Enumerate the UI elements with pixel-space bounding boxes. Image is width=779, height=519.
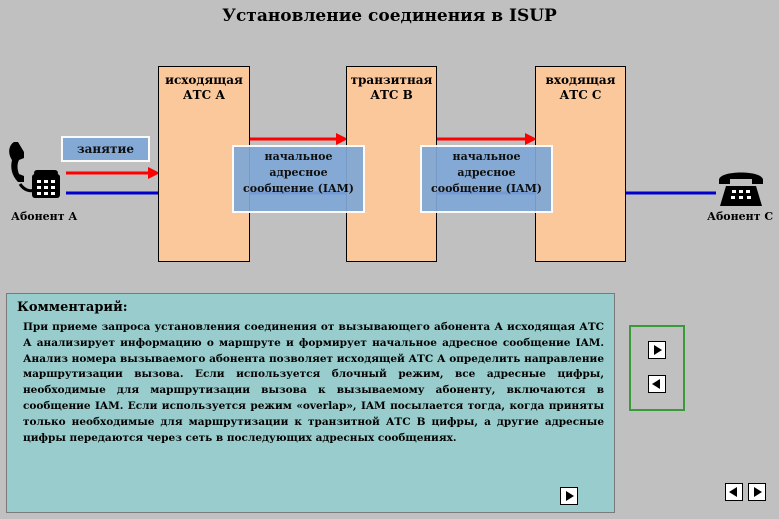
iam-bc-line2: адресное bbox=[457, 166, 516, 179]
page-title: Установление соединения в ISUP bbox=[222, 6, 557, 26]
iam-bc-line3: сообщение (IAM) bbox=[431, 182, 542, 195]
telephone-icon bbox=[719, 172, 763, 206]
comment-next-button[interactable] bbox=[560, 487, 578, 505]
exchange-atc-c-name: входящая bbox=[545, 73, 616, 87]
red-arrow-seizure bbox=[66, 167, 160, 179]
play-right-icon bbox=[566, 491, 574, 501]
comment-panel: Комментарий: При приеме запроса установл… bbox=[6, 293, 615, 513]
slide-prev-button[interactable] bbox=[725, 483, 743, 501]
comment-title: Комментарий: bbox=[17, 300, 128, 315]
play-left-icon bbox=[652, 379, 660, 389]
seizure-label: занятие bbox=[61, 136, 150, 162]
exchange-atc-a-name: исходящая bbox=[165, 73, 243, 87]
iam-box-ab: начальное адресное сообщение (IAM) bbox=[232, 145, 365, 213]
iam-box-bc: начальное адресное сообщение (IAM) bbox=[420, 145, 553, 213]
iam-ab-line1: начальное bbox=[264, 150, 333, 163]
iam-ab-line3: сообщение (IAM) bbox=[243, 182, 354, 195]
red-arrow-iam-bc bbox=[437, 133, 537, 145]
exchange-atc-a-code: АТС А bbox=[182, 88, 226, 102]
subscriber-c-label: Абонент С bbox=[707, 210, 774, 223]
exchange-atc-c-code: АТС С bbox=[559, 88, 602, 102]
play-right-icon bbox=[654, 345, 662, 355]
telephone-handset-icon bbox=[9, 142, 60, 198]
iam-bc-line1: начальное bbox=[452, 150, 521, 163]
subscriber-a-label: Абонент А bbox=[11, 210, 78, 223]
exchange-atc-a: исходящая АТС А bbox=[158, 66, 250, 262]
play-right-icon bbox=[754, 487, 762, 497]
slide-next-button[interactable] bbox=[748, 483, 766, 501]
exchange-atc-b-name: транзитная bbox=[350, 73, 433, 87]
step-prev-button[interactable] bbox=[648, 375, 666, 393]
iam-ab-line2: адресное bbox=[269, 166, 328, 179]
red-arrow-iam-ab bbox=[250, 133, 348, 145]
play-left-icon bbox=[729, 487, 737, 497]
step-nav-panel bbox=[629, 325, 685, 411]
comment-text: При приеме запроса установления соединен… bbox=[23, 321, 604, 444]
step-next-button[interactable] bbox=[648, 341, 666, 359]
exchange-atc-b-code: АТС В bbox=[370, 88, 413, 102]
